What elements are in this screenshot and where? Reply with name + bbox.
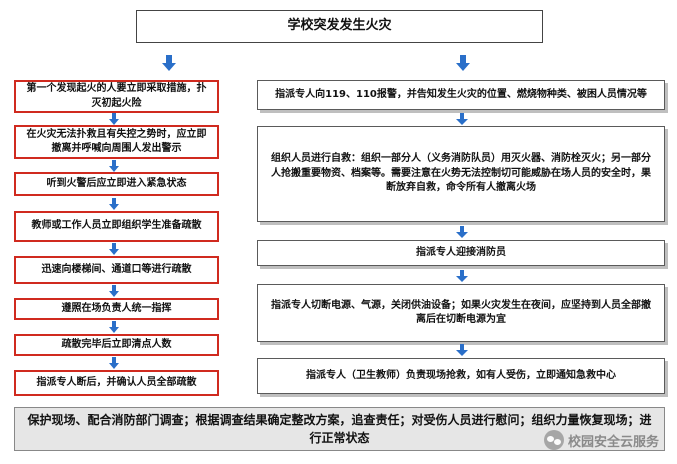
watermark-text: 校园安全云服务 <box>567 434 659 450</box>
right-step-1: 指派专人向119、110报警，并告知发生火灾的位置、燃烧物种类、被困人员情况等 <box>257 80 665 110</box>
right-step-4: 指派专人切断电源、气源，关闭供油设备；如果火灾发生在夜间，应坚持到人员全部撤离后… <box>257 284 665 342</box>
left-step-text: 迅速向楼梯间、通道口等进行疏散 <box>41 263 192 275</box>
left-step-7: 疏散完毕后立即清点人数 <box>14 334 219 356</box>
arrow-down-icon <box>109 285 119 297</box>
arrow-down-icon <box>456 270 468 282</box>
right-step-3: 指派专人迎接消防员 <box>257 240 665 266</box>
left-step-3: 听到火警后应立即进入紧急状态 <box>14 172 219 196</box>
right-step-2: 组织人员进行自救：组织一部分人（义务消防队员）用灭火器、消防栓灭火；另一部分人抢… <box>257 126 665 222</box>
arrow-down-icon <box>109 243 119 255</box>
left-step-4: 教师或工作人员立即组织学生准备疏散 <box>14 211 219 242</box>
title-box: 学校突发发生火灾 <box>136 10 543 43</box>
footer-summary: 保护现场、配合消防部门调查；根据调查结果确定整改方案，追查责任；对受伤人员进行慰… <box>14 407 665 451</box>
left-step-5: 迅速向楼梯间、通道口等进行疏散 <box>14 256 219 284</box>
arrow-down-icon <box>456 55 470 71</box>
left-step-text: 疏散完毕后立即清点人数 <box>61 338 172 350</box>
right-step-5: 指派专人（卫生教师）负责现场抢救，如有人受伤，立即通知急救中心 <box>257 358 665 394</box>
left-step-6: 遵照在场负责人统一指挥 <box>14 298 219 320</box>
left-step-text: 在火灾无法扑救且有失控之势时，应立即撤离并呼喊向周围人发出警示 <box>26 128 207 155</box>
arrow-down-icon <box>162 55 176 71</box>
arrow-down-icon <box>109 160 119 172</box>
left-step-text: 听到火警后应立即进入紧急状态 <box>46 177 187 189</box>
left-step-text: 遵照在场负责人统一指挥 <box>61 302 172 314</box>
arrow-down-icon <box>456 344 468 356</box>
left-step-2: 在火灾无法扑救且有失控之势时，应立即撤离并呼喊向周围人发出警示 <box>14 125 219 159</box>
arrow-down-icon <box>109 198 119 210</box>
arrow-down-icon <box>109 321 119 333</box>
right-step-text: 指派专人迎接消防员 <box>416 246 506 258</box>
arrow-down-icon <box>456 113 468 125</box>
left-step-text: 第一个发现起火的人要立即采取措施，扑灭初起火险 <box>26 83 207 109</box>
right-step-text: 指派专人（卫生教师）负责现场抢救，如有人受伤，立即通知急救中心 <box>306 369 616 381</box>
wechat-icon <box>543 430 564 450</box>
left-step-text: 指派专人断后，并确认人员全部疏散 <box>36 376 197 388</box>
left-step-text: 教师或工作人员立即组织学生准备疏散 <box>31 220 202 232</box>
right-step-text: 指派专人向119、110报警，并告知发生火灾的位置、燃烧物种类、被困人员情况等 <box>275 88 647 100</box>
right-step-text: 指派专人切断电源、气源，关闭供油设备；如果火灾发生在夜间，应坚持到人员全部撤离后… <box>271 299 651 326</box>
page-title: 学校突发发生火灾 <box>287 18 392 34</box>
footer-text: 保护现场、配合消防部门调查；根据调查结果确定整改方案，追查责任；对受伤人员进行慰… <box>27 413 652 445</box>
watermark: 校园安全云服务 <box>543 430 659 450</box>
right-step-text: 组织人员进行自救：组织一部分人（义务消防队员）用灭火器、消防栓灭火；另一部分人抢… <box>271 153 651 194</box>
arrow-down-icon <box>109 113 119 125</box>
arrow-down-icon <box>456 226 468 238</box>
arrow-down-icon <box>109 357 119 369</box>
left-step-8: 指派专人断后，并确认人员全部疏散 <box>14 370 219 396</box>
left-step-1: 第一个发现起火的人要立即采取措施，扑灭初起火险 <box>14 80 219 113</box>
